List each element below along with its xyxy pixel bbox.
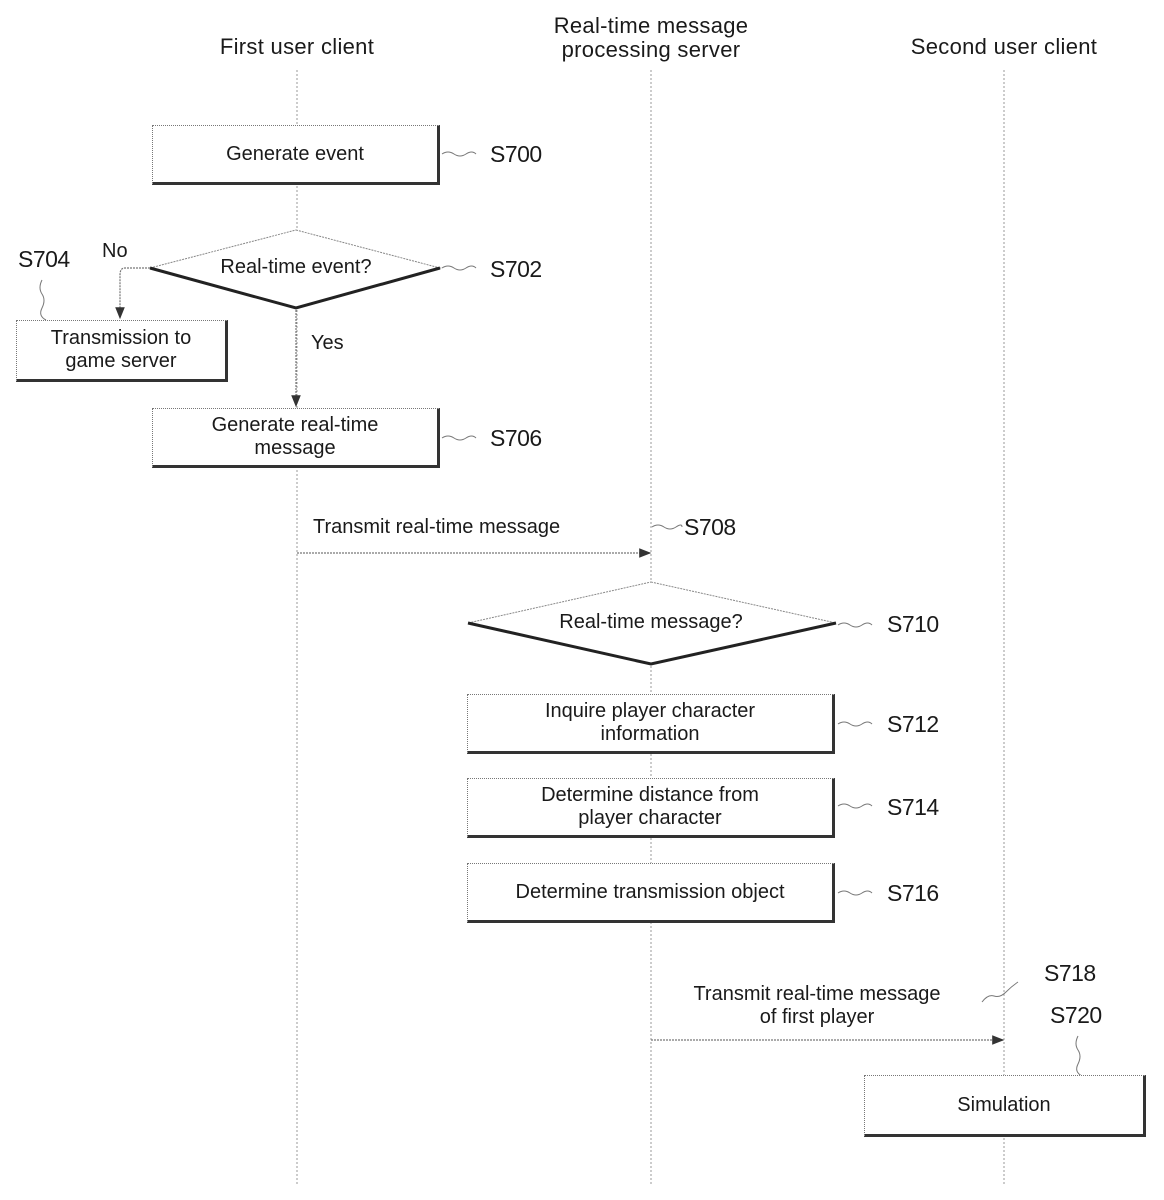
decision-label-real-time-message: Real-time message?	[520, 611, 782, 634]
step-id-s714: S714	[887, 794, 939, 821]
process-simulation: Simulation	[864, 1075, 1146, 1137]
decision-label-real-time-event: Real-time event?	[196, 256, 396, 279]
process-generate-real-time-message: Generate real-time message	[152, 408, 440, 468]
step-id-s704: S704	[18, 246, 70, 273]
process-transmission-to-game-server: Transmission to game server	[16, 320, 228, 382]
process-determine-distance-from-player-character: Determine distance from player character	[467, 778, 835, 838]
process-generate-event: Generate event	[152, 125, 440, 185]
step-id-s700: S700	[490, 141, 542, 168]
process-inquire-player-character-information: Inquire player character information	[467, 694, 835, 754]
step-id-s712: S712	[887, 711, 939, 738]
process-determine-transmission-object: Determine transmission object	[467, 863, 835, 923]
branch-label-yes: Yes	[311, 332, 344, 355]
step-id-s718: S718	[1044, 960, 1096, 987]
branch-label-no: No	[102, 240, 128, 263]
lane-title-first-user-client: First user client	[180, 35, 414, 59]
no-branch-connector	[120, 268, 150, 318]
message-label-transmit-real-time-message: Transmit real-time message	[313, 516, 653, 539]
lane-title-second-user-client: Second user client	[880, 35, 1128, 59]
step-id-s710: S710	[887, 611, 939, 638]
step-id-s706: S706	[490, 425, 542, 452]
message-label-transmit-real-time-message-of-first-player: Transmit real-time message of first play…	[652, 983, 982, 1029]
step-id-s720: S720	[1050, 1002, 1102, 1029]
step-id-s702: S702	[490, 256, 542, 283]
step-id-s708: S708	[684, 514, 736, 541]
step-id-s716: S716	[887, 880, 939, 907]
lane-title-server: Real-time message processing server	[520, 14, 782, 62]
